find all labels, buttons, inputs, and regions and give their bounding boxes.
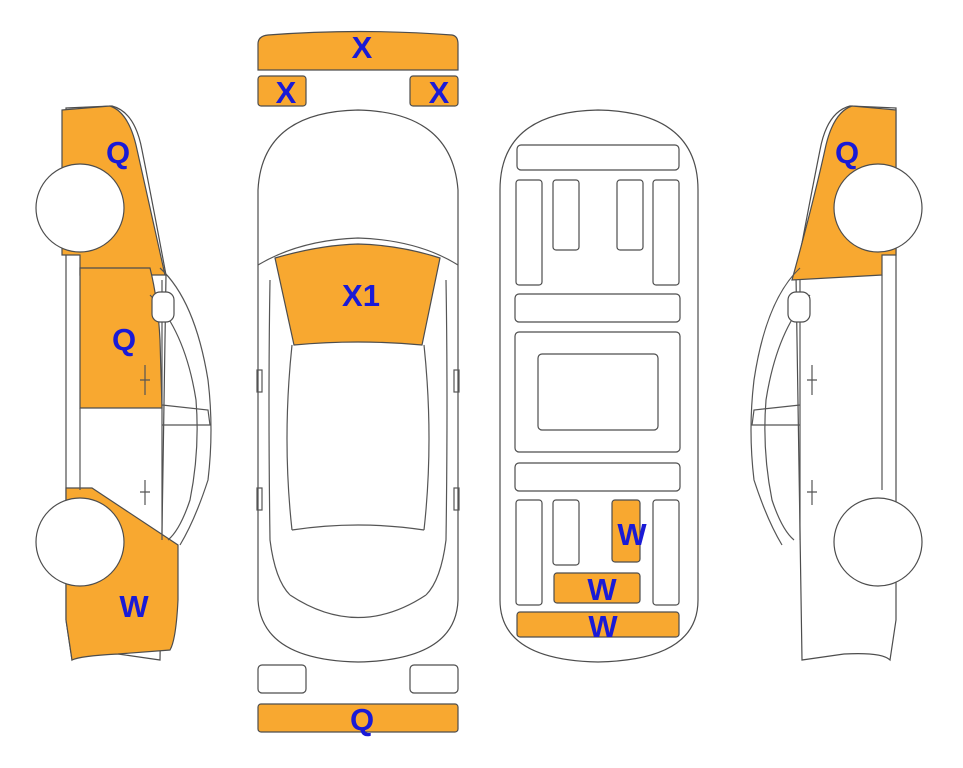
label-hood: X1 (342, 278, 380, 313)
rear-bumper-panel[interactable] (257, 703, 459, 733)
label-underside-rear: W (587, 572, 617, 607)
windshield-top-panel[interactable] (257, 30, 459, 71)
underside-view (499, 109, 699, 663)
left-rear-wheel (35, 497, 125, 587)
label-mirror-right: X (429, 75, 450, 110)
mirror-left-panel[interactable] (257, 75, 307, 107)
underside-end-panel[interactable] (516, 611, 680, 638)
label-left-rear: W (119, 589, 149, 624)
label-right-front: Q (835, 135, 859, 170)
right-front-wheel (833, 163, 923, 253)
label-underside-end: W (588, 609, 618, 644)
label-left-front-door: Q (112, 322, 136, 357)
top-view (256, 30, 460, 733)
label-left-front: Q (106, 135, 130, 170)
damage-labels: X X X X1 Q Q Q W Q W W W (106, 30, 859, 737)
left-side-view (35, 105, 212, 662)
underside-rear-panel[interactable] (553, 572, 641, 604)
right-side-view (750, 105, 923, 662)
label-windshield-top: X (352, 30, 373, 65)
label-rear-bumper: Q (350, 702, 374, 737)
mirror-right-panel[interactable] (409, 75, 459, 107)
label-underside-mid: W (617, 517, 647, 552)
right-rear-wheel (833, 497, 923, 587)
label-mirror-left: X (276, 75, 297, 110)
hood-panel[interactable] (274, 243, 441, 346)
left-front-wheel (35, 163, 125, 253)
underside-mid-panel[interactable] (611, 499, 641, 563)
